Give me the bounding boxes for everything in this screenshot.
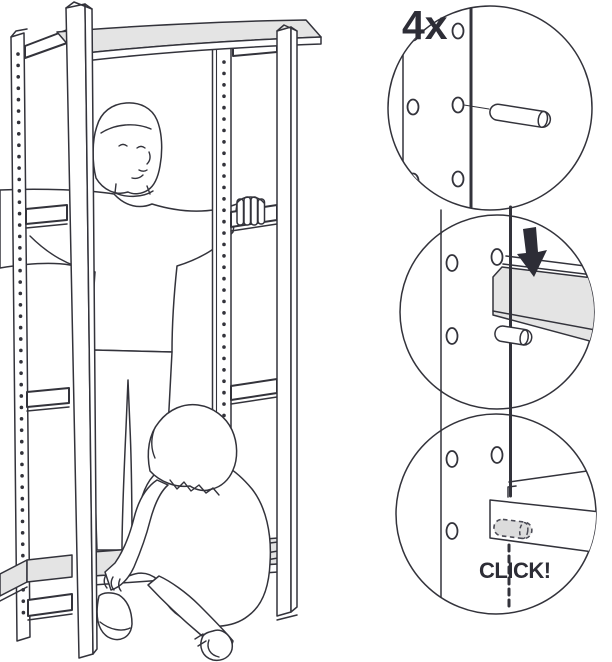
left-rung-1 — [25, 204, 68, 225]
pin-icon — [489, 103, 552, 129]
target-hole — [406, 98, 420, 116]
callout-step-3: CLICK! — [395, 413, 597, 615]
top-shelf-edge — [75, 36, 322, 63]
right-front-post — [276, 26, 292, 617]
front-posts — [65, 1, 298, 659]
standing-person-shoe — [96, 592, 133, 641]
callout-step-2 — [399, 214, 595, 410]
standing-person-hair — [92, 102, 163, 195]
kneeling-person — [103, 403, 272, 662]
kneeling-person-foot — [200, 629, 233, 662]
left-back-post — [10, 32, 31, 642]
pin-icon — [494, 325, 533, 346]
quantity-label: 4x — [402, 2, 448, 48]
side-frame-left — [10, 28, 73, 642]
kneeling-person-arm — [104, 479, 169, 591]
shelf-end-icon — [492, 255, 594, 345]
left-rung-4 — [27, 593, 73, 617]
callout-circle-1 — [387, 5, 593, 211]
standing-person-face — [118, 143, 128, 147]
callout-step-1: 4x — [387, 2, 593, 211]
pin-ghost-icon — [493, 518, 533, 540]
top-shelf — [56, 19, 322, 63]
gripping-hand — [236, 196, 266, 226]
left-rung-2 — [26, 387, 70, 408]
right-rung-2 — [230, 378, 278, 401]
shelf-seated-icon — [489, 468, 596, 554]
click-label: CLICK! — [479, 558, 551, 583]
down-arrow-icon — [517, 227, 547, 277]
kneeling-person-hair — [147, 403, 238, 492]
left-post-holes — [16, 52, 26, 624]
